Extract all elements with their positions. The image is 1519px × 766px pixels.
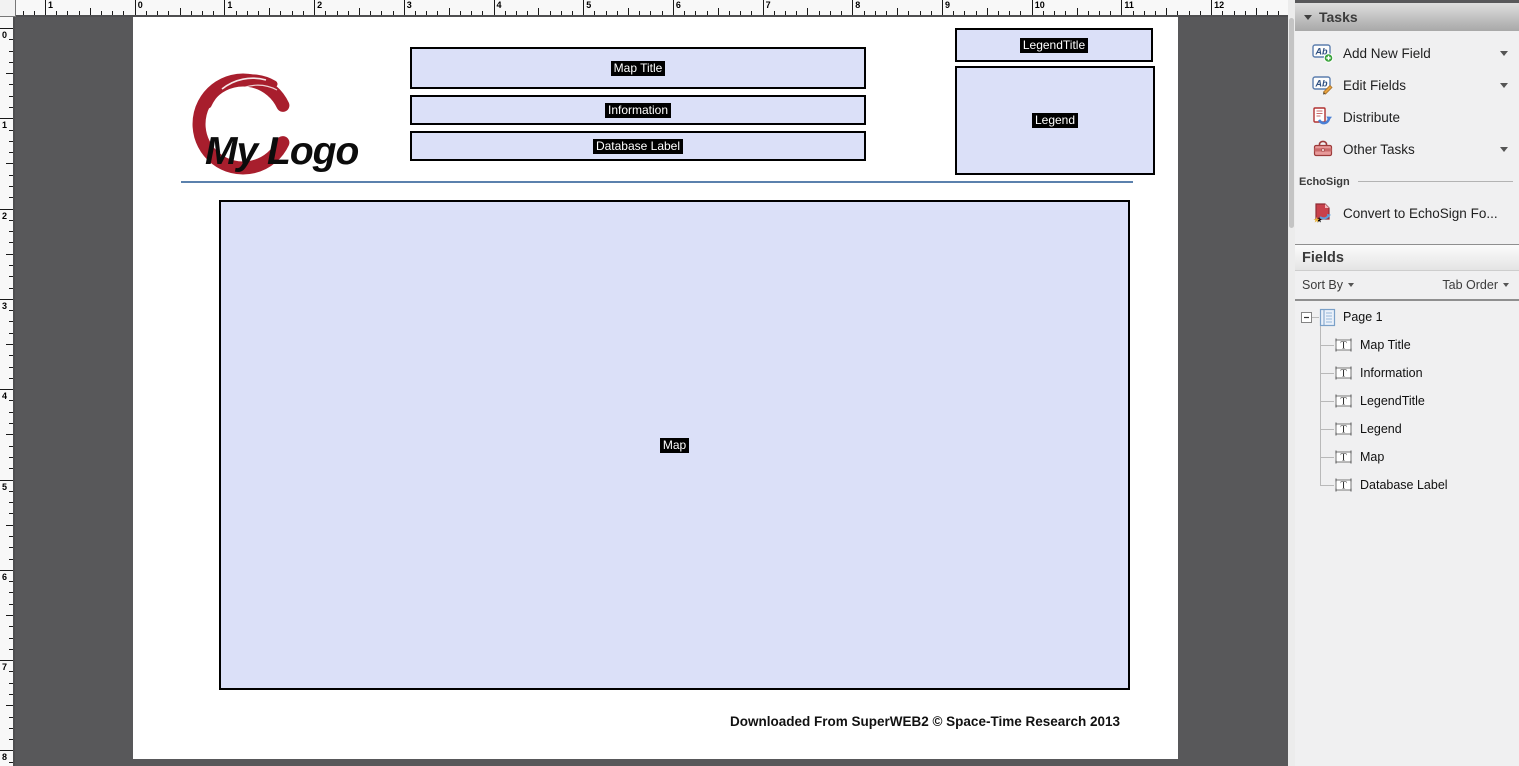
text-field-icon: T: [1335, 394, 1352, 408]
collapse-minus-icon[interactable]: [1301, 311, 1312, 323]
form-field-map[interactable]: Map: [219, 200, 1130, 690]
field-name-tag: Database Label: [592, 138, 684, 154]
field-name-tag: Legend: [1031, 113, 1079, 128]
tree-item-legendtitle[interactable]: T LegendTitle: [1295, 387, 1519, 415]
text-field-icon: T: [1335, 478, 1352, 492]
distribute-icon: [1313, 107, 1332, 125]
add-new-field-button[interactable]: Ab Add New Field: [1295, 37, 1519, 69]
text-field-icon: T: [1335, 450, 1352, 464]
task-label: Other Tasks: [1343, 141, 1415, 157]
tree-connector: [1320, 456, 1334, 458]
fields-panel-title: Fields: [1302, 249, 1344, 266]
dropdown-caret-icon: [1348, 283, 1354, 287]
svg-text:T: T: [1340, 481, 1346, 492]
field-name-tag: LegendTitle: [1019, 37, 1089, 53]
field-name-tag: Map Title: [610, 60, 666, 76]
echosign-label: EchoSign: [1299, 175, 1350, 188]
sort-by-label: Sort By: [1302, 278, 1343, 292]
tree-connector: [1312, 316, 1319, 318]
task-label: Distribute: [1343, 109, 1401, 125]
dropdown-caret-icon: [1500, 82, 1508, 88]
tree-item-label: LegendTitle: [1360, 394, 1425, 408]
my-logo-image: My Logo: [192, 73, 359, 175]
tab-order-label: Tab Order: [1442, 278, 1498, 292]
tree-connector-line: [1320, 326, 1321, 486]
tree-item-map-title[interactable]: T Map Title: [1295, 331, 1519, 359]
tab-order-dropdown[interactable]: Tab Order: [1442, 278, 1509, 292]
section-divider: [1357, 181, 1513, 182]
tasks-panel-title: Tasks: [1319, 9, 1358, 25]
dropdown-caret-icon: [1503, 283, 1509, 287]
svg-text:T: T: [1340, 369, 1346, 380]
other-tasks-button[interactable]: Other Tasks: [1295, 133, 1519, 165]
tasks-list: Ab Add New Field Ab Edit Fields: [1295, 31, 1519, 165]
svg-text:Ab: Ab: [1315, 79, 1328, 89]
field-name-tag: Information: [604, 102, 672, 118]
svg-text:T: T: [1340, 425, 1346, 436]
tree-item-label: Page 1: [1343, 310, 1383, 324]
svg-text:Ab: Ab: [1315, 47, 1328, 57]
task-label: Add New Field: [1343, 45, 1431, 61]
tree-item-information[interactable]: T Information: [1295, 359, 1519, 387]
page-icon: [1319, 308, 1336, 326]
svg-text:★: ★: [1313, 216, 1320, 224]
form-field-legend-title[interactable]: LegendTitle: [955, 28, 1153, 62]
fields-panel: Fields Sort By Tab Order: [1295, 244, 1519, 766]
sort-by-dropdown[interactable]: Sort By: [1302, 278, 1354, 292]
field-name-tag: Map: [659, 437, 690, 453]
tree-item-legend[interactable]: T Legend: [1295, 415, 1519, 443]
svg-text:T: T: [1340, 341, 1346, 352]
edit-fields-icon: Ab: [1312, 76, 1333, 95]
dropdown-caret-icon: [1500, 146, 1508, 152]
tree-connector: [1320, 344, 1334, 346]
svg-text:★: ★: [1316, 216, 1323, 224]
tasks-panel-header[interactable]: Tasks: [1295, 0, 1519, 31]
svg-text:T: T: [1340, 397, 1346, 408]
text-field-icon: T: [1335, 338, 1352, 352]
form-field-database-label[interactable]: Database Label: [410, 131, 866, 161]
dropdown-caret-icon: [1500, 50, 1508, 56]
add-field-icon: Ab: [1312, 44, 1334, 63]
tree-item-label: Map: [1360, 450, 1385, 464]
tree-connector: [1320, 400, 1334, 402]
tree-item-label: Information: [1360, 366, 1423, 380]
tree-connector: [1320, 484, 1334, 486]
ruler-corner: [0, 0, 16, 17]
convert-to-echosign-button[interactable]: ★ ★ Convert to EchoSign Fo...: [1295, 197, 1519, 229]
svg-text:T: T: [1340, 453, 1346, 464]
tree-item-page-1[interactable]: Page 1: [1295, 303, 1519, 331]
collapse-caret-icon: [1304, 14, 1312, 20]
tree-item-label: Database Label: [1360, 478, 1448, 492]
pdf-page: My Logo Map Title Information Database L…: [133, 17, 1178, 759]
tree-item-label: Legend: [1360, 422, 1402, 436]
vertical-scrollbar[interactable]: [1288, 0, 1295, 766]
header-separator-line: [181, 181, 1133, 183]
tree-item-label: Map Title: [1360, 338, 1411, 352]
fields-panel-header: Fields: [1295, 244, 1519, 271]
footer-attribution-text: Downloaded From SuperWEB2 © Space-Time R…: [729, 714, 1121, 729]
edit-fields-button[interactable]: Ab Edit Fields: [1295, 69, 1519, 101]
form-field-legend[interactable]: Legend: [955, 66, 1155, 175]
tree-item-database-label[interactable]: T Database Label: [1295, 471, 1519, 499]
svg-text:My Logo: My Logo: [205, 130, 358, 173]
forms-sidebar: Tasks Ab Add New Field Ab Edit Fields: [1295, 0, 1519, 766]
fields-sort-row: Sort By Tab Order: [1295, 271, 1519, 301]
other-tasks-icon: [1313, 140, 1333, 157]
form-field-map-title[interactable]: Map Title: [410, 47, 866, 89]
fields-tree: Page 1 T Map Title T Information: [1295, 301, 1519, 499]
echosign-section-header: EchoSign: [1299, 174, 1513, 189]
tree-connector: [1320, 372, 1334, 374]
text-field-icon: T: [1335, 422, 1352, 436]
task-label: Convert to EchoSign Fo...: [1343, 205, 1498, 221]
text-field-icon: T: [1335, 366, 1352, 380]
echosign-convert-icon: ★ ★: [1313, 203, 1331, 224]
tree-item-map[interactable]: T Map: [1295, 443, 1519, 471]
scrollbar-thumb[interactable]: [1289, 18, 1294, 228]
form-field-information[interactable]: Information: [410, 95, 866, 125]
distribute-button[interactable]: Distribute: [1295, 101, 1519, 133]
tree-connector: [1320, 428, 1334, 430]
task-label: Edit Fields: [1343, 77, 1407, 93]
